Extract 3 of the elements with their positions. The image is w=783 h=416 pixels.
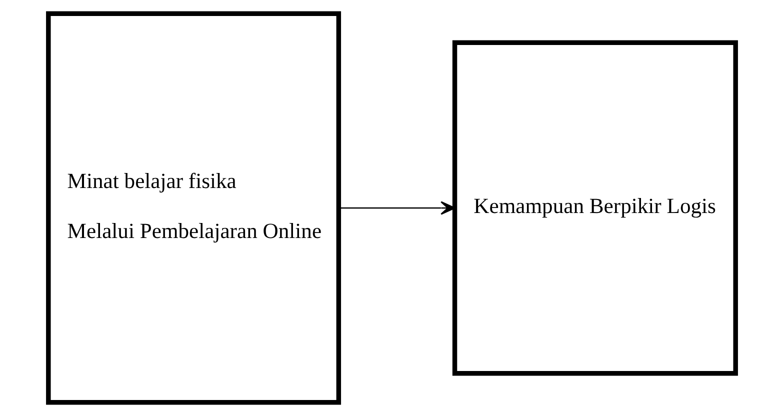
node-box: Kemampuan Berpikir Logis: [452, 40, 738, 376]
node-box: Minat belajar fisika Melalui Pembelajaran Online: [46, 11, 341, 405]
arrow: [338, 201, 455, 215]
